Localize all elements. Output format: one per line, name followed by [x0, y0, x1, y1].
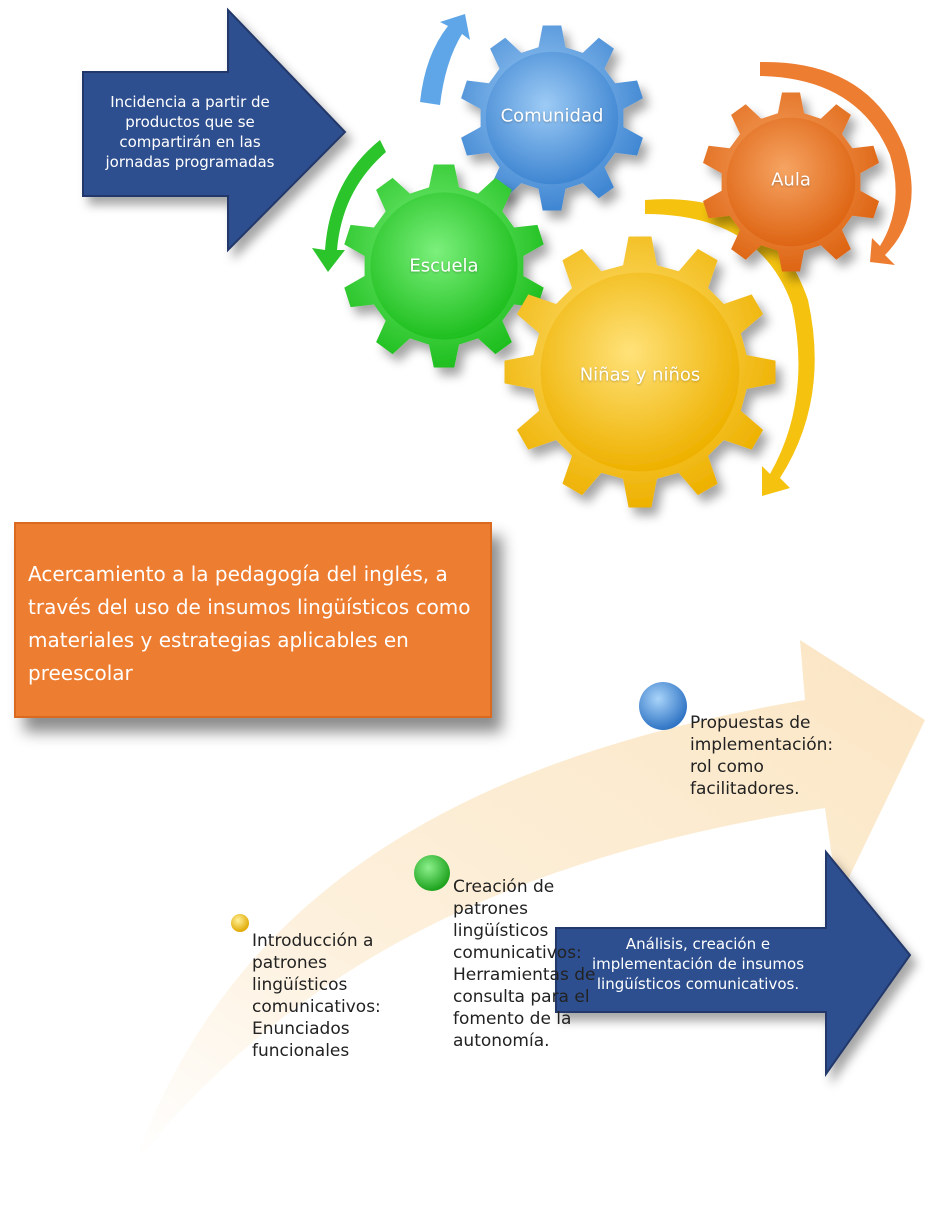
gear-aula: [703, 92, 879, 272]
stage-1-bullet: [231, 914, 249, 932]
blue-cycle-arrow: [420, 14, 470, 105]
gear-escuela: [344, 164, 544, 368]
green-cycle-arrow: [312, 140, 386, 272]
bottom-arrow-shape: [555, 849, 912, 1078]
bottom-arrow-text: Análisis, creación e implementación de i…: [591, 935, 805, 993]
gear-label-comunidad: Comunidad: [500, 105, 604, 127]
top-arrow-text: Incidencia a partir de productos que se …: [105, 93, 275, 171]
orange-cycle-arrow: [760, 61, 912, 266]
gearBlue-hub: [485, 51, 619, 185]
top-arrow-shape: [82, 7, 347, 253]
objective-box: Acercamiento a la pedagogía del inglés, …: [14, 522, 492, 718]
gearGreen-hub: [370, 192, 518, 340]
gearYellow-hub: [540, 272, 740, 472]
stage-1-text: Introducción a patrones lingüísticos com…: [252, 931, 381, 1061]
stage-2-text: Creación de patrones lingüísticos comuni…: [453, 877, 596, 1051]
gear-label-escuela: Escuela: [409, 255, 479, 277]
gear-label-ninos: Niñas y niños: [579, 364, 701, 386]
stage-3-text: Propuestas de implementación: rol como f…: [690, 713, 834, 799]
gearOrange-hub: [726, 117, 856, 247]
gear-label-aula: Aula: [771, 169, 811, 191]
gear-ninos: [504, 236, 776, 508]
progress-curve-arrow: [135, 640, 925, 1162]
stage-2-bullet: [414, 855, 450, 891]
stage-3-bullet: [639, 682, 687, 730]
gear-comunidad: [461, 25, 643, 211]
objective-text: Acercamiento a la pedagogía del inglés, …: [28, 562, 471, 685]
